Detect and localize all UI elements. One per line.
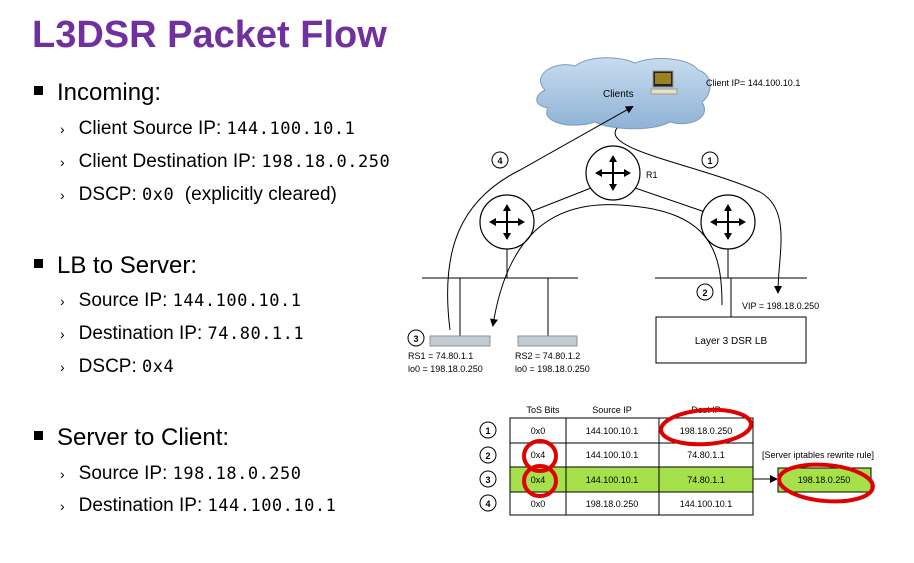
svg-text:2: 2 — [485, 451, 490, 461]
step-badge-4: 4 — [491, 151, 509, 169]
sub-bullet: ›DSCP: 0x4 — [60, 356, 175, 377]
sub-bullet: ›Source IP: 144.100.10.1 — [60, 290, 302, 311]
svg-text:144.100.10.1: 144.100.10.1 — [586, 426, 639, 436]
sub-bullet: ›Client Source IP: 144.100.10.1 — [60, 118, 356, 139]
svg-text:Clients: Clients — [603, 89, 634, 100]
clients-cloud: Clients — [536, 57, 711, 130]
layer3-dsr-lb-box — [655, 316, 807, 364]
bullet-server-to-client: Server to Client: — [34, 424, 229, 452]
computer-icon — [650, 70, 678, 95]
flow-4-arrow — [447, 106, 634, 331]
bullet-lb-to-server: LB to Server: — [34, 252, 197, 280]
bullet-incoming: Incoming: — [34, 79, 161, 107]
router-right-icon — [700, 194, 756, 250]
router-label: R1 — [646, 170, 658, 180]
sub-bullet: ›Client Destination IP: 198.18.0.250 — [60, 151, 391, 172]
svg-text:ToS Bits: ToS Bits — [526, 405, 560, 415]
vip-label: VIP = 198.18.0.250 — [742, 301, 819, 311]
svg-text:74.80.1.1: 74.80.1.1 — [687, 450, 725, 460]
svg-text:4: 4 — [485, 499, 490, 509]
svg-text:2: 2 — [702, 288, 707, 298]
svg-text:1: 1 — [707, 156, 712, 166]
sub-bullet: ›Destination IP: 74.80.1.1 — [60, 323, 305, 344]
svg-text:198.18.0.250: 198.18.0.250 — [680, 426, 733, 436]
svg-text:lo0 = 198.18.0.250: lo0 = 198.18.0.250 — [515, 364, 590, 374]
router-r1-icon — [585, 145, 641, 201]
slide-title: L3DSR Packet Flow — [32, 14, 387, 56]
svg-text:lo0 = 198.18.0.250: lo0 = 198.18.0.250 — [408, 364, 483, 374]
svg-text:4: 4 — [497, 156, 502, 166]
step-badge-2: 2 — [696, 283, 714, 301]
svg-text:0x4: 0x4 — [531, 475, 546, 485]
rewrite-label: [Server iptables rewrite rule] — [762, 450, 874, 460]
svg-text:144.100.10.1: 144.100.10.1 — [586, 475, 639, 485]
flow-2-arrow — [490, 204, 723, 327]
step-badge-3: 3 — [407, 329, 425, 347]
svg-text:Layer 3 DSR LB: Layer 3 DSR LB — [695, 336, 768, 347]
svg-text:74.80.1.1: 74.80.1.1 — [687, 475, 725, 485]
sub-bullet: ›DSCP: 0x0 (explicitly cleared) — [60, 184, 337, 205]
step-badge-1: 1 — [701, 151, 719, 169]
svg-text:1: 1 — [485, 426, 490, 436]
svg-text:3: 3 — [413, 334, 418, 344]
svg-text:0x4: 0x4 — [531, 450, 546, 460]
server-rs1-icon — [429, 335, 491, 347]
svg-text:Source IP: Source IP — [592, 405, 632, 415]
server-rs2-icon — [517, 335, 578, 347]
svg-text:0x0: 0x0 — [531, 499, 546, 509]
svg-text:144.100.10.1: 144.100.10.1 — [680, 499, 733, 509]
sub-bullet: ›Destination IP: 144.100.10.1 — [60, 495, 337, 516]
svg-text:3: 3 — [485, 475, 490, 485]
svg-text:198.18.0.250: 198.18.0.250 — [586, 499, 639, 509]
client-ip-label: Client IP= 144.100.10.1 — [706, 78, 800, 88]
sub-bullet: ›Source IP: 198.18.0.250 — [60, 463, 302, 484]
svg-text:RS2 = 74.80.1.2: RS2 = 74.80.1.2 — [515, 351, 580, 361]
flow-1-arrow — [614, 127, 783, 294]
svg-text:0x0: 0x0 — [531, 426, 546, 436]
svg-text:RS1 = 74.80.1.1: RS1 = 74.80.1.1 — [408, 351, 473, 361]
svg-text:198.18.0.250: 198.18.0.250 — [798, 475, 851, 485]
red-annotations — [522, 407, 875, 504]
svg-text:144.100.10.1: 144.100.10.1 — [586, 450, 639, 460]
